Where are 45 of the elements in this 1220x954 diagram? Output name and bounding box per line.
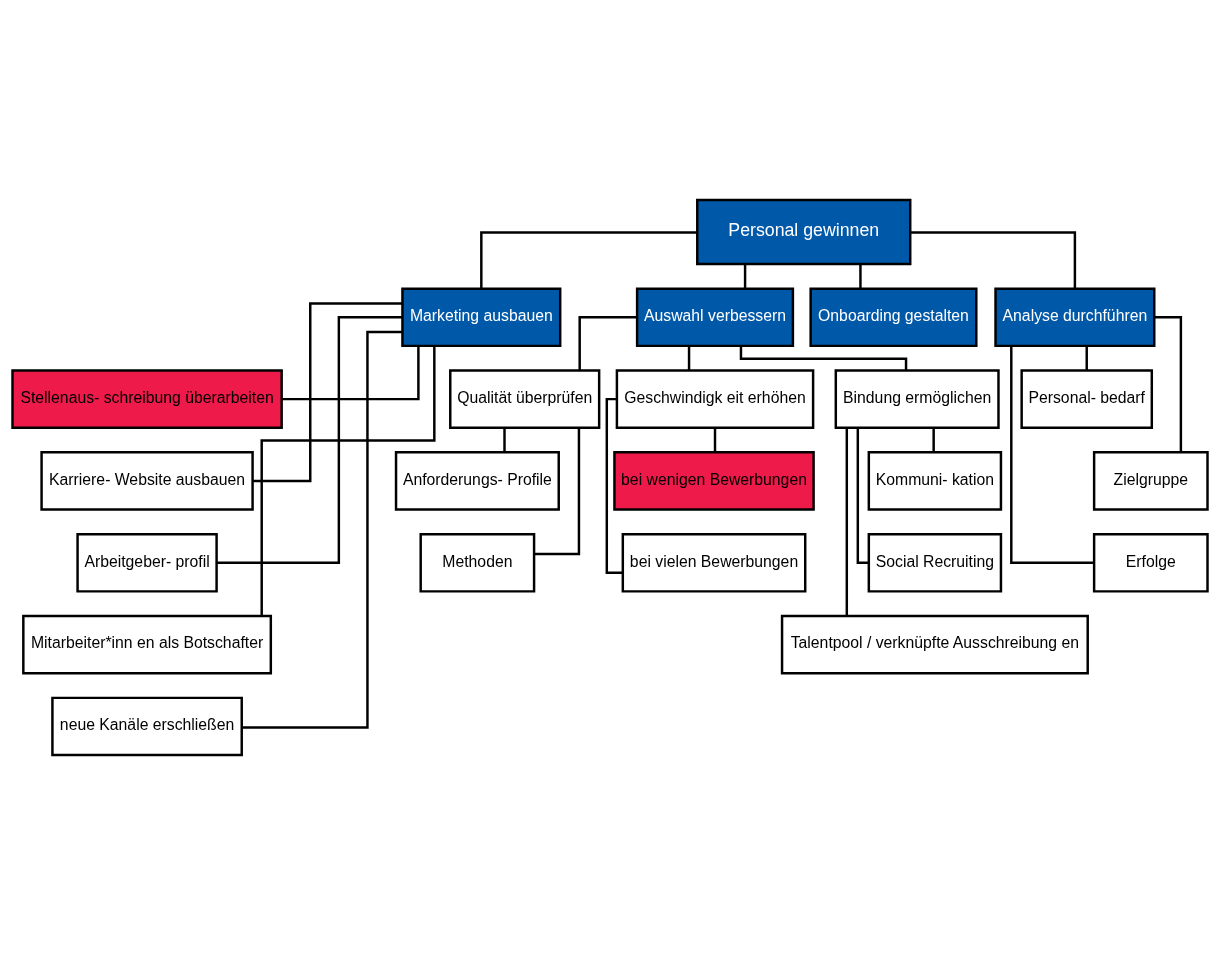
connector: [503, 427, 506, 452]
node-box: Anforderungs- Profile: [394, 450, 560, 511]
node-box: Qualität überprüfen: [449, 368, 601, 429]
node-box: Personal- bedarf: [1020, 368, 1154, 429]
node-box: Zielgruppe: [1092, 450, 1209, 511]
connector: [910, 230, 1077, 289]
node-box: Talentpool / verknüpfte Ausschreibung en: [780, 614, 1089, 674]
node-box: Mitarbeiter*inn en als Botschafter: [22, 614, 273, 674]
node-box: Analyse durchführen: [994, 286, 1156, 347]
node-box: Marketing ausbauen: [401, 286, 562, 347]
connector: [216, 315, 403, 564]
node-box: bei wenigen Bewerbungen: [613, 450, 815, 511]
connector: [845, 427, 849, 616]
node-box: Methoden: [419, 532, 536, 593]
connector: [932, 427, 935, 452]
connector: [856, 427, 869, 564]
connector: [687, 345, 691, 370]
node-box: Social Recruiting: [867, 532, 1003, 593]
node-box: Stellenaus- schreibung überarbeiten: [11, 368, 283, 429]
connector: [534, 427, 581, 555]
connector: [252, 301, 403, 482]
node-box: Erfolge: [1092, 532, 1209, 593]
connector: [578, 315, 638, 370]
node-box: Geschwindigk eit erhöhen: [615, 368, 815, 429]
connector: [859, 263, 862, 289]
connector: [241, 330, 403, 729]
node-box: Arbeitgeber- profil: [76, 532, 218, 593]
node-box: Personal gewinnen: [696, 198, 912, 265]
connector: [739, 345, 908, 370]
connector: [1010, 345, 1095, 564]
node-box: Kommuni- kation: [867, 450, 1003, 511]
node-box: bei vielen Bewerbungen: [621, 532, 807, 593]
node-box: Auswahl verbessern: [635, 286, 795, 347]
connector: [480, 230, 697, 289]
node-box: neue Kanäle erschließen: [51, 696, 243, 756]
node-box: Onboarding gestalten: [809, 286, 978, 347]
connector: [260, 345, 436, 616]
connector: [1154, 315, 1183, 452]
connector: [605, 397, 623, 574]
connector: [1085, 345, 1088, 370]
connector: [743, 263, 747, 289]
node-box: Bindung ermöglichen: [834, 368, 1000, 429]
connector: [713, 427, 717, 452]
connector: [281, 345, 420, 400]
node-box: Karriere- Website ausbauen: [40, 450, 254, 511]
